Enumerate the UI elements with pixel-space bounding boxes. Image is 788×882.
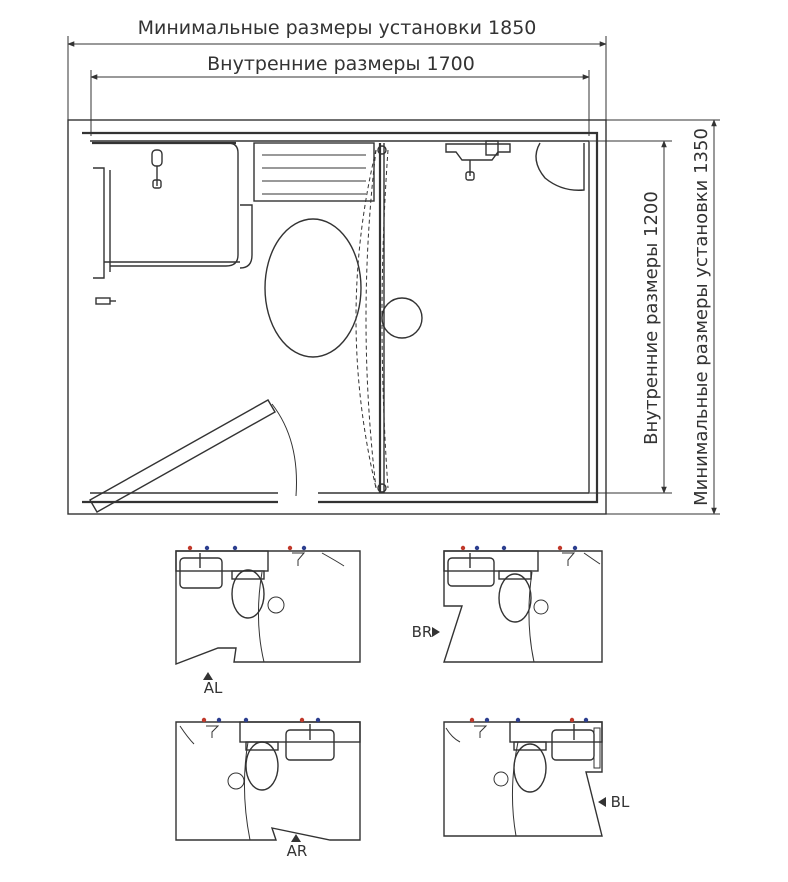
variant-bl: BL	[443, 717, 630, 837]
curtain-swing-right	[381, 149, 389, 489]
al-toilet	[231, 569, 265, 619]
ar-shower-cold-icon	[315, 717, 321, 723]
bl-counter	[509, 721, 603, 743]
bl-toilet	[513, 743, 547, 793]
al-outline	[175, 550, 361, 666]
ar-hot-tap-icon	[201, 717, 207, 723]
outer-height-label: Минимальные размеры установки 1350	[691, 128, 712, 506]
partition-hinge-top	[377, 145, 387, 155]
dimension-inner-width: Внутренние размеры 1700	[90, 53, 590, 136]
al-label: AL	[204, 679, 223, 697]
br-sink	[447, 557, 495, 587]
br-tap-icon	[501, 545, 507, 551]
inner-width-label: Внутренние размеры 1700	[207, 53, 475, 75]
ar-label: AR	[287, 842, 308, 860]
sink-faucet-icon	[151, 149, 163, 189]
door-leaf	[89, 399, 276, 513]
al-cold-tap-icon	[204, 545, 210, 551]
br-toilet	[498, 573, 532, 623]
br-counter	[443, 550, 539, 572]
variant-ar: AR	[175, 717, 361, 860]
curtain-swing-left	[355, 149, 377, 489]
sink-counter	[92, 142, 239, 267]
al-entry-marker-icon	[203, 672, 213, 680]
ar-cold-tap-icon	[216, 717, 222, 723]
br-drain-icon	[533, 599, 549, 615]
door-swing-arc	[271, 403, 297, 497]
bl-drain-icon	[493, 771, 509, 787]
bl-shower-hot-icon	[569, 717, 575, 723]
al-hot-tap-icon	[187, 545, 193, 551]
ar-toilet	[245, 741, 279, 791]
curtain-swing-mid	[365, 149, 377, 489]
variant-al: AL	[175, 545, 361, 697]
ar-entry-marker-icon	[291, 834, 301, 842]
entrance-door	[89, 399, 297, 513]
al-sink	[179, 557, 223, 589]
ar-tap-icon	[243, 717, 249, 723]
outer-width-label: Минимальные размеры установки 1850	[138, 17, 537, 39]
cabin-wall-inner	[90, 140, 590, 494]
installation-frame	[67, 119, 607, 515]
bl-tap-icon	[515, 717, 521, 723]
br-cold-tap-icon	[474, 545, 480, 551]
al-shower-hot-icon	[287, 545, 293, 551]
br-hot-tap-icon	[460, 545, 466, 551]
wall-valve-icon	[95, 297, 116, 305]
sink-bracket	[239, 204, 253, 269]
towel-rail	[93, 167, 105, 279]
dimension-outer-height: Минимальные размеры установки 1350	[606, 119, 720, 515]
partition-hinge-bottom	[377, 483, 387, 493]
corner-shelf	[535, 142, 585, 191]
ar-counter	[239, 721, 361, 743]
br-entry-marker-icon	[432, 627, 440, 637]
bl-outline	[443, 721, 603, 837]
bl-entry-marker-icon	[598, 797, 606, 807]
ar-shower-hot-icon	[299, 717, 305, 723]
shower-drain-icon	[381, 297, 423, 339]
al-drain-icon	[267, 596, 285, 614]
bl-label: BL	[611, 793, 630, 811]
cabin-wall-outer	[82, 131, 599, 504]
al-tap-icon	[232, 545, 238, 551]
bl-sink	[551, 729, 595, 761]
bl-shower-cold-icon	[583, 717, 589, 723]
ar-drain-icon	[227, 772, 245, 790]
br-shower-hot-icon	[557, 545, 563, 551]
al-shower-cold-icon	[301, 545, 307, 551]
shower-mixer-icon	[445, 140, 511, 181]
toilet-bowl	[264, 218, 362, 358]
br-outline	[443, 550, 603, 663]
toilet-tank-shelf	[253, 142, 375, 202]
inner-height-label: Внутренние размеры 1200	[641, 191, 662, 445]
bl-cold-tap-icon	[484, 717, 490, 723]
dimension-inner-height: Внутренние размеры 1200	[590, 140, 672, 494]
bl-hot-tap-icon	[469, 717, 475, 723]
br-shower-cold-icon	[572, 545, 578, 551]
main-plan	[67, 119, 607, 515]
br-label: BR	[412, 623, 433, 641]
variant-br: BR	[412, 545, 603, 663]
ar-outline	[175, 721, 361, 841]
